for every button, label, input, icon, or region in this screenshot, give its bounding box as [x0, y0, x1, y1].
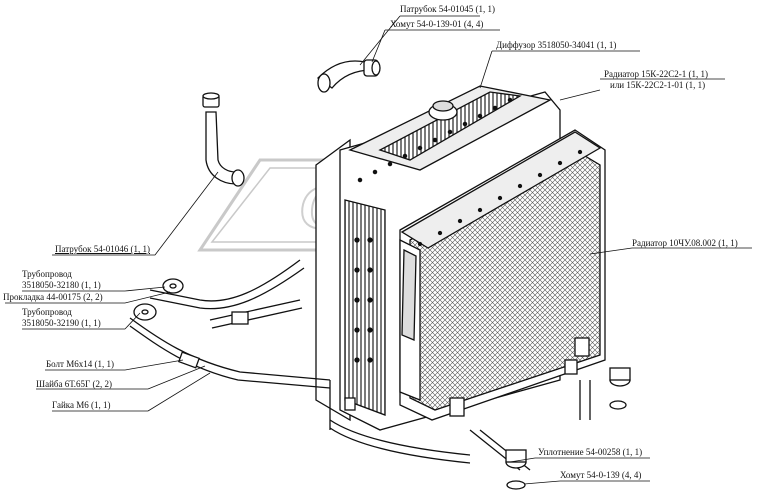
upper-hose [316, 59, 381, 93]
leader-lines [5, 15, 752, 485]
label-gayka: Гайка М6 (1, 1) [52, 400, 111, 410]
label-truboprovod-1-line2: 3518050-32180 (1, 1) [22, 280, 101, 290]
left-pipe [202, 92, 245, 187]
label-truboprovod-2-line1: Трубопровод [22, 307, 72, 317]
radiator-2 [399, 129, 606, 421]
label-truboprovod-2-line2: 3518050-32190 (1, 1) [22, 318, 101, 328]
label-khomut-bottom: Хомут 54-0-139 (4, 4) [560, 470, 642, 480]
label-prokladka: Прокладка 44-00175 (2, 2) [3, 292, 103, 302]
label-radiator-2: Радиатор 10ЧУ.08.002 (1, 1) [632, 238, 738, 248]
label-radiator-1-line1: Радиатор 15К-22С2-1 (1, 1) [604, 69, 708, 79]
label-radiator-1-line2: или 15К-22С2-1-01 (1, 1) [610, 80, 706, 90]
label-patrubok-top: Патрубок 54-01045 (1, 1) [400, 4, 496, 14]
label-truboprovod-1-line1: Трубопровод [22, 269, 72, 279]
label-bolt: Болт М6х14 (1, 1) [46, 359, 114, 369]
label-khomut-top: Хомут 54-0-139-01 (4, 4) [390, 19, 484, 29]
bottom-clamps [505, 367, 631, 490]
label-diffuzor: Диффузор 3518050-34041 (1, 1) [496, 40, 617, 50]
label-uplotnenie: Уплотнение 54-00258 (1, 1) [538, 447, 643, 457]
label-patrubok-left: Патрубок 54-01046 (1, 1) [55, 244, 151, 254]
pipe-flanges [133, 278, 249, 369]
label-shayba: Шайба 6Т.65Г (2, 2) [36, 379, 113, 389]
